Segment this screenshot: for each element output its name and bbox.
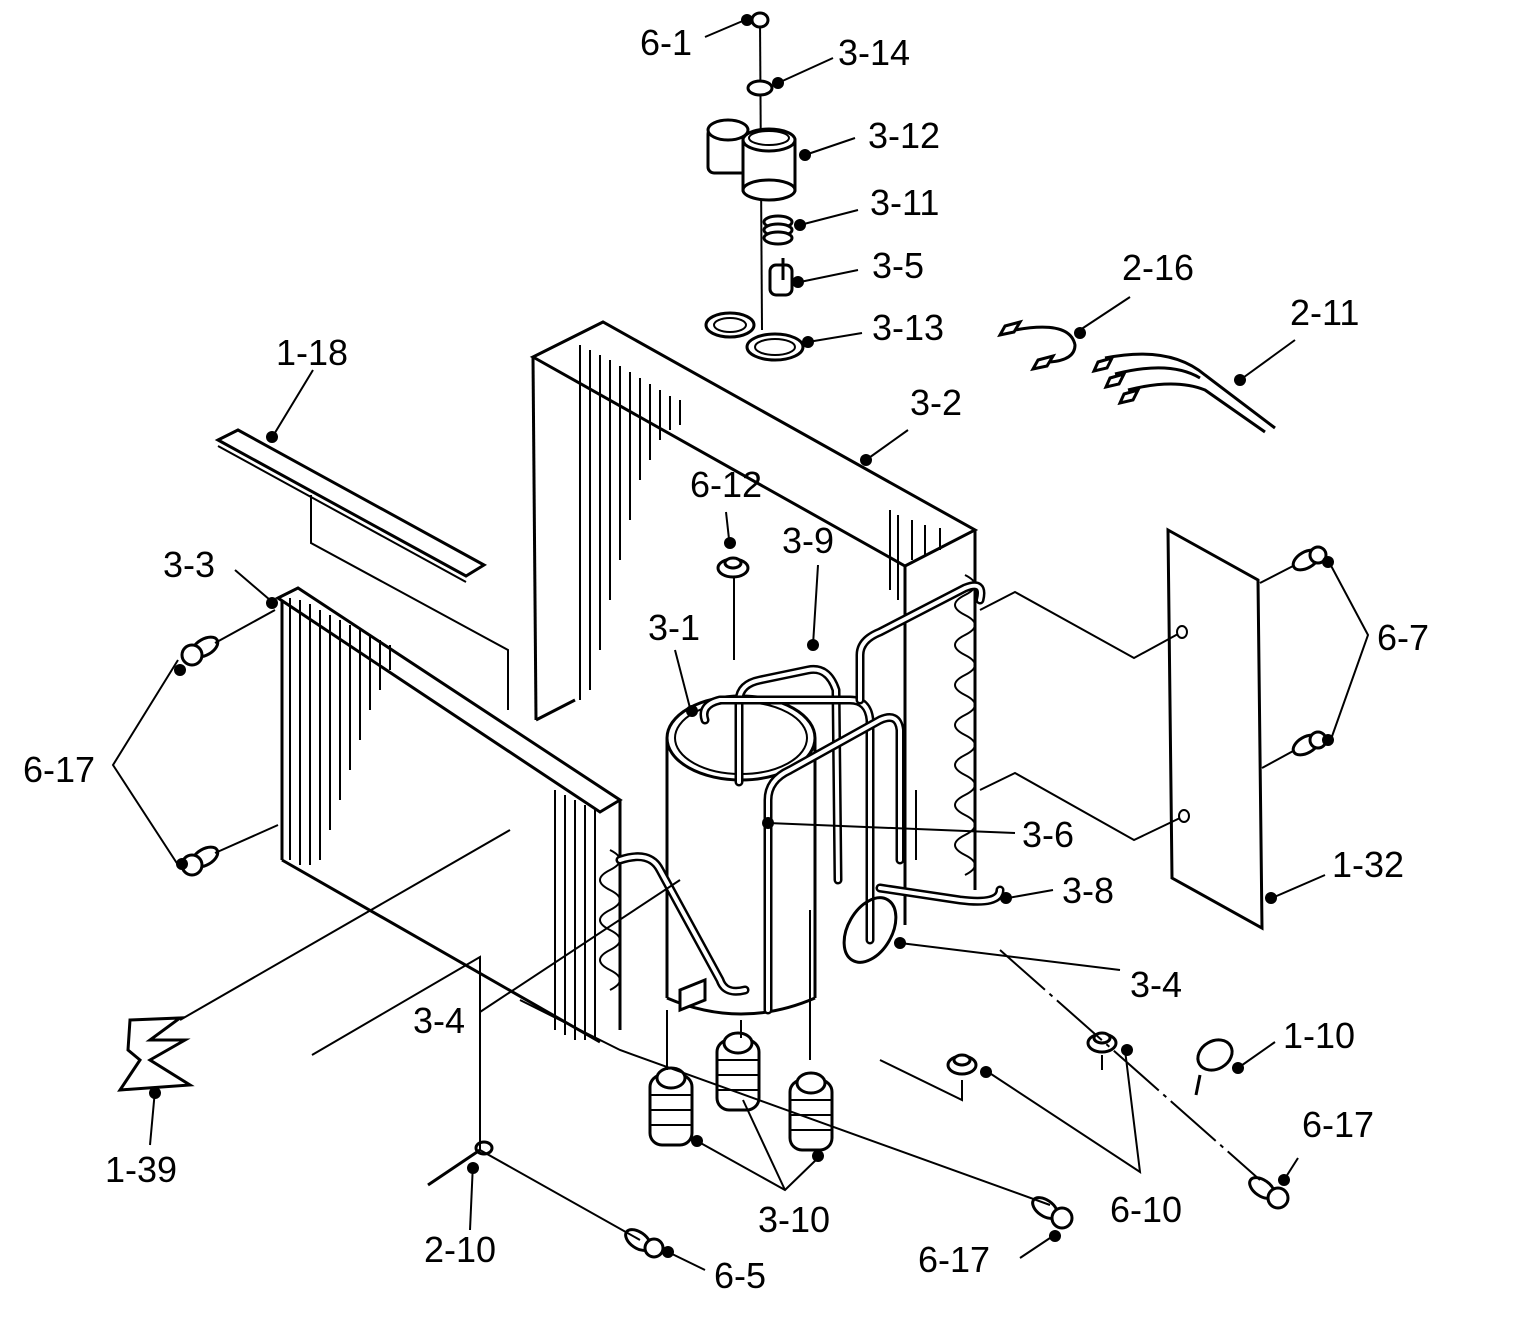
grommet-left	[648, 1066, 694, 1147]
callout-2-10: 2-10	[424, 1229, 496, 1270]
clip-part	[997, 319, 1077, 372]
callout-2-16: 2-16	[1122, 247, 1194, 288]
nut-6-10-right	[1086, 1031, 1118, 1054]
callout-3-1: 3-1	[648, 607, 700, 648]
terminal-cover	[706, 118, 797, 202]
callout-3-4-right: 3-4	[1130, 964, 1182, 1005]
callout-6-1: 6-1	[640, 22, 692, 63]
callout-1-32: 1-32	[1332, 844, 1404, 885]
ground-wire-2-10	[427, 1140, 494, 1187]
callout-6-10: 6-10	[1110, 1189, 1182, 1230]
grommet-middle	[715, 1031, 761, 1112]
clamp-1-10	[1194, 1038, 1234, 1096]
condenser-coil	[275, 574, 976, 1044]
leader-lines	[111, 19, 1370, 1271]
spring	[762, 214, 794, 246]
callout-6-17-left: 6-17	[23, 749, 95, 790]
callout-3-12: 3-12	[868, 115, 940, 156]
screw-6-17-bottom	[1031, 1196, 1074, 1230]
overload-protector	[768, 258, 794, 297]
screw-6-17-left-top	[180, 635, 220, 667]
callout-6-17-bottom: 6-17	[918, 1239, 990, 1280]
nut-6-10-left	[946, 1053, 978, 1076]
callout-3-4-left: 3-4	[413, 1000, 465, 1041]
screw-6-7-top	[1291, 545, 1328, 572]
callout-2-11: 2-11	[1290, 292, 1359, 333]
callout-labels: 6-1 3-14 3-12 3-11 3-5 3-13 2-16 2-11 1-…	[23, 22, 1429, 1296]
callout-3-6: 3-6	[1022, 814, 1074, 855]
callout-3-9: 3-9	[782, 520, 834, 561]
side-panel	[979, 527, 1296, 931]
callout-6-12: 6-12	[690, 464, 762, 505]
grommet-right	[788, 1071, 834, 1152]
callout-1-10: 1-10	[1283, 1015, 1355, 1056]
evaporator-fins	[579, 345, 941, 700]
callout-3-11: 3-11	[870, 182, 939, 223]
callout-6-17-right: 6-17	[1302, 1104, 1374, 1145]
callout-3-3: 3-3	[163, 544, 215, 585]
callout-6-5: 6-5	[714, 1255, 766, 1296]
condenser-fins	[289, 598, 596, 1040]
gasket	[704, 311, 805, 362]
callout-3-2: 3-2	[910, 382, 962, 423]
bracket-1-39	[117, 829, 511, 1092]
callout-3-14: 3-14	[838, 32, 910, 73]
refrigerant-tubing	[615, 581, 1005, 1060]
strip-part	[214, 428, 509, 710]
wire-harness	[1091, 352, 1276, 434]
screw-6-7-bottom	[1291, 730, 1328, 757]
callout-6-7: 6-7	[1377, 617, 1429, 658]
callout-1-18: 1-18	[276, 332, 348, 373]
screw-6-5	[624, 1228, 665, 1259]
callout-3-13: 3-13	[872, 307, 944, 348]
terminal-cover-stack	[704, 11, 805, 362]
callout-1-39: 1-39	[105, 1149, 177, 1190]
screw-6-17-left-bottom	[180, 845, 220, 877]
callout-3-5: 3-5	[872, 245, 924, 286]
callout-3-10: 3-10	[758, 1199, 830, 1240]
grommet-6-12	[716, 556, 750, 660]
callout-dots	[149, 14, 1334, 1258]
screw-6-17-right	[1248, 1176, 1290, 1210]
callout-3-8: 3-8	[1062, 870, 1114, 911]
